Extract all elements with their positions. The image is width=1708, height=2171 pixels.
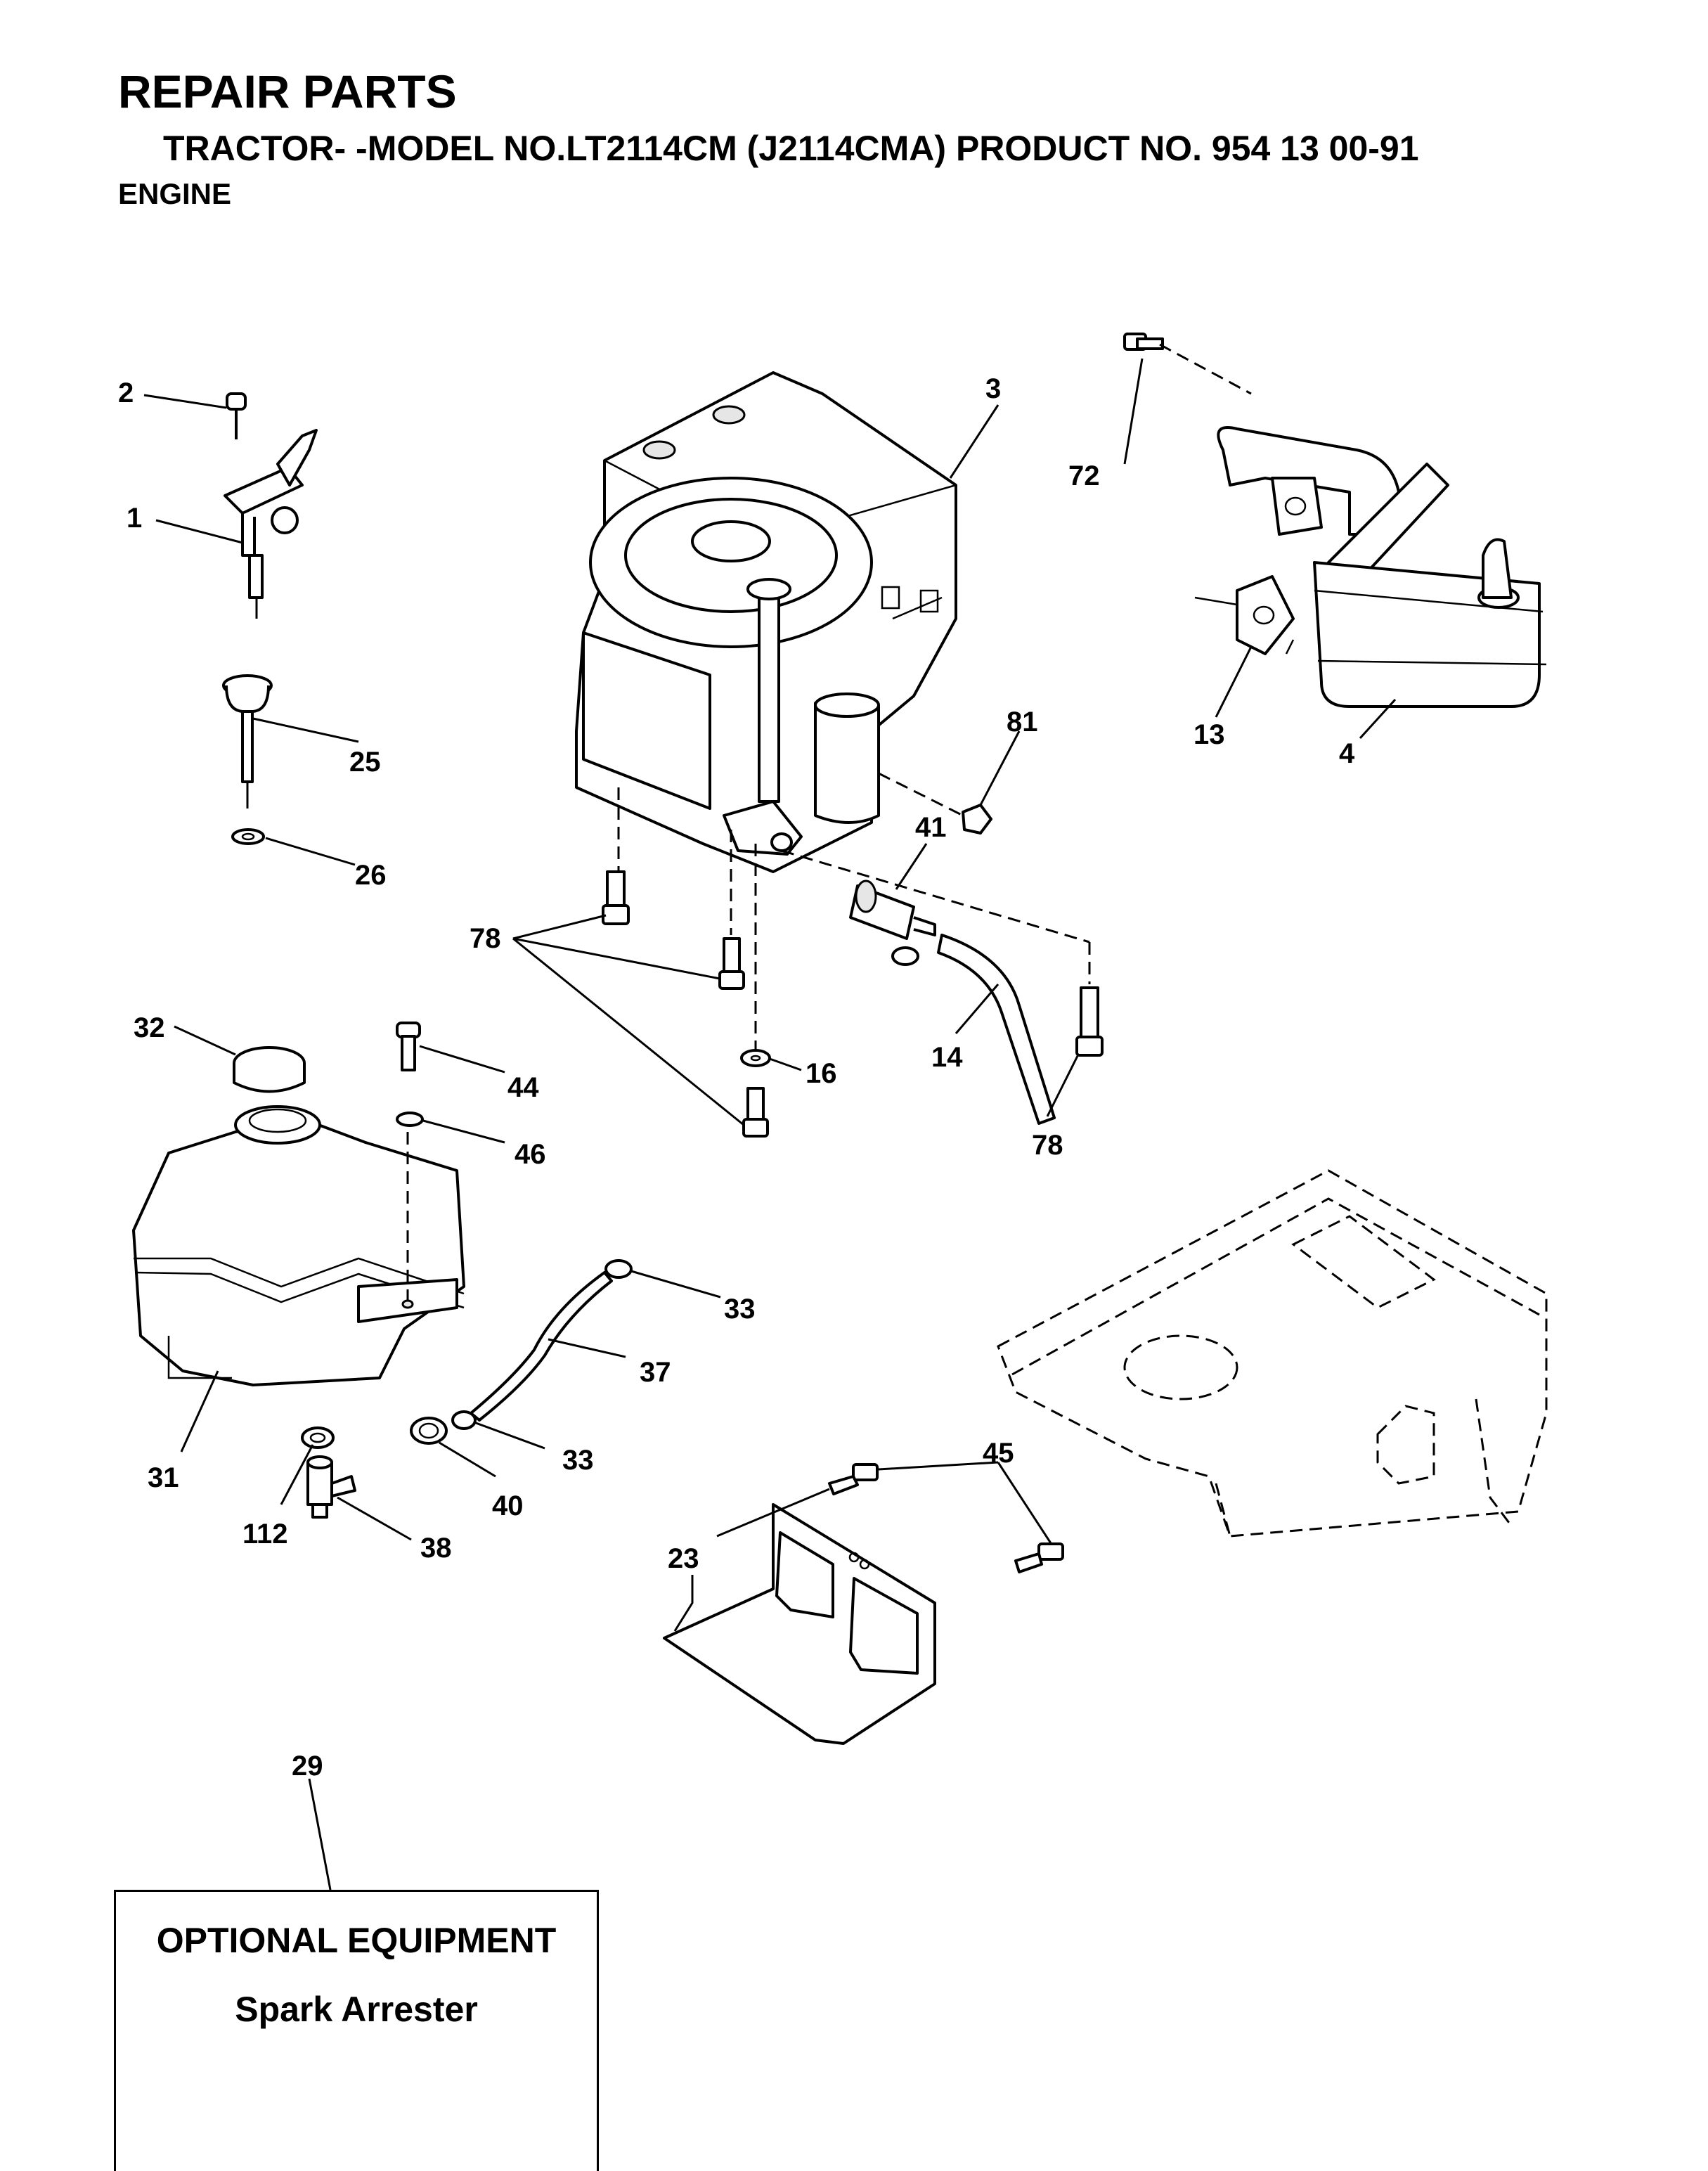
callout-2: 2 (118, 378, 134, 408)
callout-37: 37 (640, 1357, 671, 1388)
dipstick-part (222, 674, 273, 845)
callout-40: 40 (492, 1490, 524, 1521)
optional-equipment-title: OPTIONAL EQUIPMENT (156, 1921, 557, 1960)
callout-81: 81 (1007, 707, 1038, 737)
fuel-tank-part (132, 1046, 465, 1386)
optional-equipment-item: Spark Arrester (235, 1990, 478, 2029)
callout-46: 46 (515, 1139, 546, 1170)
callout-14: 14 (931, 1042, 963, 1073)
callout-44: 44 (507, 1072, 539, 1103)
optional-equipment-box: OPTIONAL EQUIPMENT Spark Arrester (114, 1890, 599, 2171)
callout-33-a: 33 (724, 1294, 756, 1325)
engine-mount-dashes (617, 772, 1091, 1055)
muffler-part (1123, 333, 1547, 708)
callout-45: 45 (983, 1438, 1014, 1469)
throttle-control-part (224, 392, 318, 619)
callout-13: 13 (1193, 719, 1225, 750)
model-subtitle: TRACTOR- -MODEL NO.LT2114CM (J2114CMA) P… (163, 129, 1419, 168)
engine-part (575, 371, 957, 873)
callout-41: 38 (420, 1533, 452, 1564)
callout-31: 31 (148, 1462, 179, 1493)
callout-4: 4 (1339, 738, 1355, 769)
washer-16-hole (750, 1055, 761, 1062)
fuel-hose-14-part (937, 934, 1056, 1125)
callout-78-a: 78 (470, 923, 501, 954)
callout-labels: 2 1 3 72 13 4 81 41 25 26 78 16 14 78 32… (118, 373, 1355, 1782)
washer-16-part (740, 1049, 771, 1067)
callout-38: 41 (915, 812, 947, 843)
callout-72: 72 (1068, 460, 1100, 491)
callout-3: 3 (985, 373, 1001, 404)
fuel-filter-part (849, 880, 936, 966)
callout-25: 25 (349, 747, 381, 778)
callout-112: 112 (242, 1519, 288, 1550)
callout-1: 1 (127, 503, 142, 534)
tractor-frame-part (997, 1169, 1548, 1538)
heat-shield-part (663, 1463, 1064, 1745)
callout-78-b: 78 (1032, 1130, 1063, 1161)
callout-29: 29 (292, 1751, 323, 1782)
bolt-78-parts (602, 870, 1104, 1138)
callout-32: 32 (134, 1012, 165, 1043)
section-label: ENGINE (118, 177, 232, 210)
callout-26: 26 (355, 860, 387, 891)
callout-23: 23 (668, 1543, 699, 1574)
nut-81-part (962, 804, 992, 835)
callout-33-b: 33 (562, 1445, 594, 1476)
tank-screw-part (396, 1022, 424, 1301)
callout-16: 16 (806, 1058, 837, 1089)
fuel-line-part (301, 1259, 633, 1519)
page-title: REPAIR PARTS (118, 65, 457, 117)
leader-lines (143, 358, 1397, 1890)
